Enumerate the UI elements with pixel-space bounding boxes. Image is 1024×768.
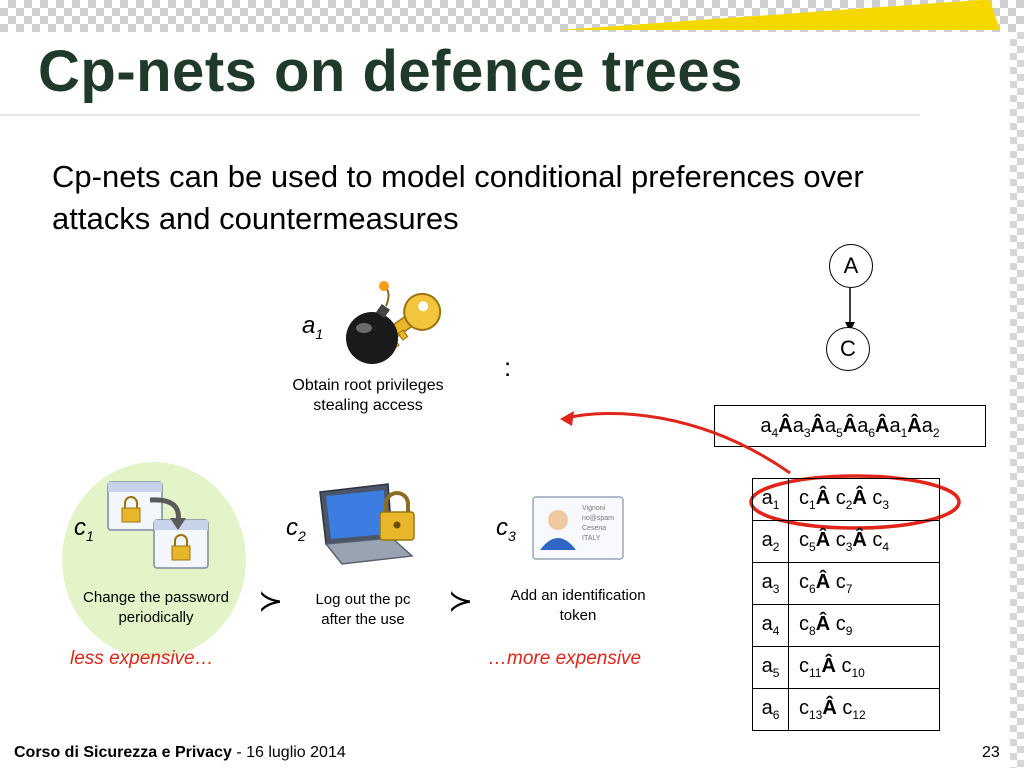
cp-table-attack-cell: a1 xyxy=(752,478,789,521)
password-change-icon xyxy=(107,481,209,569)
id-card-name: Vignoni xyxy=(582,505,606,512)
preference-symbol-2: ≻ xyxy=(448,585,474,618)
cp-table-attack-cell: a5 xyxy=(752,646,789,689)
attack-order-item: a2 xyxy=(921,415,940,440)
attack-preference-order: a4Âa3Âa5Âa6Âa1Âa2 xyxy=(714,405,986,447)
attack-order-item: a3 xyxy=(792,415,811,440)
title-divider xyxy=(0,114,920,116)
id-card-city: Cesena xyxy=(582,525,606,532)
bomb-key-icon xyxy=(346,281,442,364)
countermeasure-caption-c3: Add an identification token xyxy=(510,587,646,624)
highlight-arrow xyxy=(565,412,791,475)
cp-table-attack-cell: a4 xyxy=(752,604,789,647)
preference-symbol-1: ≻ xyxy=(258,585,284,618)
cp-table-preference-cell: c1Â c2Â c3 xyxy=(788,478,940,521)
cp-table-preference-cell: c8Â c9 xyxy=(788,604,940,647)
countermeasure-label-c1: c1 xyxy=(74,514,94,544)
right-checker-pattern xyxy=(1010,32,1024,768)
id-card-email: no@spam xyxy=(582,515,614,522)
page-number: 23 xyxy=(982,744,1000,761)
id-card-country: ITALY xyxy=(582,535,601,542)
graph-node-a: A xyxy=(829,244,873,288)
attack-order-item: a4 xyxy=(760,415,779,440)
footer-course: Corso di Sicurezza e Privacy - 16 luglio… xyxy=(14,744,346,761)
slide-body-text: Cp-nets can be used to model conditional… xyxy=(52,159,864,236)
cp-table-preference-cell: c13Â c12 xyxy=(788,688,940,731)
cost-left-label: less expensive… xyxy=(70,648,214,669)
attack-order-item: a1 xyxy=(889,415,908,440)
colon-separator: : xyxy=(504,352,512,382)
attack-order-item: a5 xyxy=(824,415,843,440)
cp-table-preference-cell: c5Â c3Â c4 xyxy=(788,520,940,563)
attack-caption: Obtain root privileges stealing access xyxy=(292,377,444,414)
attack-label: a1 xyxy=(302,312,324,342)
attack-order-separator: Â xyxy=(907,415,922,437)
yellow-accent-band xyxy=(560,0,1000,30)
cp-table-preference-cell: c11Â c10 xyxy=(788,646,940,689)
attack-order-separator: Â xyxy=(842,415,858,437)
laptop-lock-icon xyxy=(319,483,415,565)
attack-order-item: a6 xyxy=(857,415,876,440)
cp-table-attack-cell: a3 xyxy=(752,562,789,605)
cp-table-preference-cell: c6Â c7 xyxy=(788,562,940,605)
countermeasure-caption-c1: Change the password periodically xyxy=(83,589,229,626)
highlight-arrow-head xyxy=(560,411,574,426)
slide-title: Cp-nets on defence trees xyxy=(38,39,743,104)
graph-node-c: C xyxy=(826,327,870,371)
cp-table-attack-cell: a2 xyxy=(752,520,789,563)
attack-order-separator: Â xyxy=(778,415,793,437)
cp-table-attack-cell: a6 xyxy=(752,688,789,731)
id-card-icon: Vignoni no@spam Cesena ITALY xyxy=(532,496,624,560)
countermeasure-label-c3: c3 xyxy=(496,514,516,544)
attack-order-separator: Â xyxy=(810,415,825,437)
attack-order-separator: Â xyxy=(875,415,890,437)
cost-right-label: …more expensive xyxy=(488,648,642,669)
countermeasure-caption-c2: Log out the pc after the use xyxy=(315,591,411,628)
countermeasure-label-c2: c2 xyxy=(286,514,306,544)
